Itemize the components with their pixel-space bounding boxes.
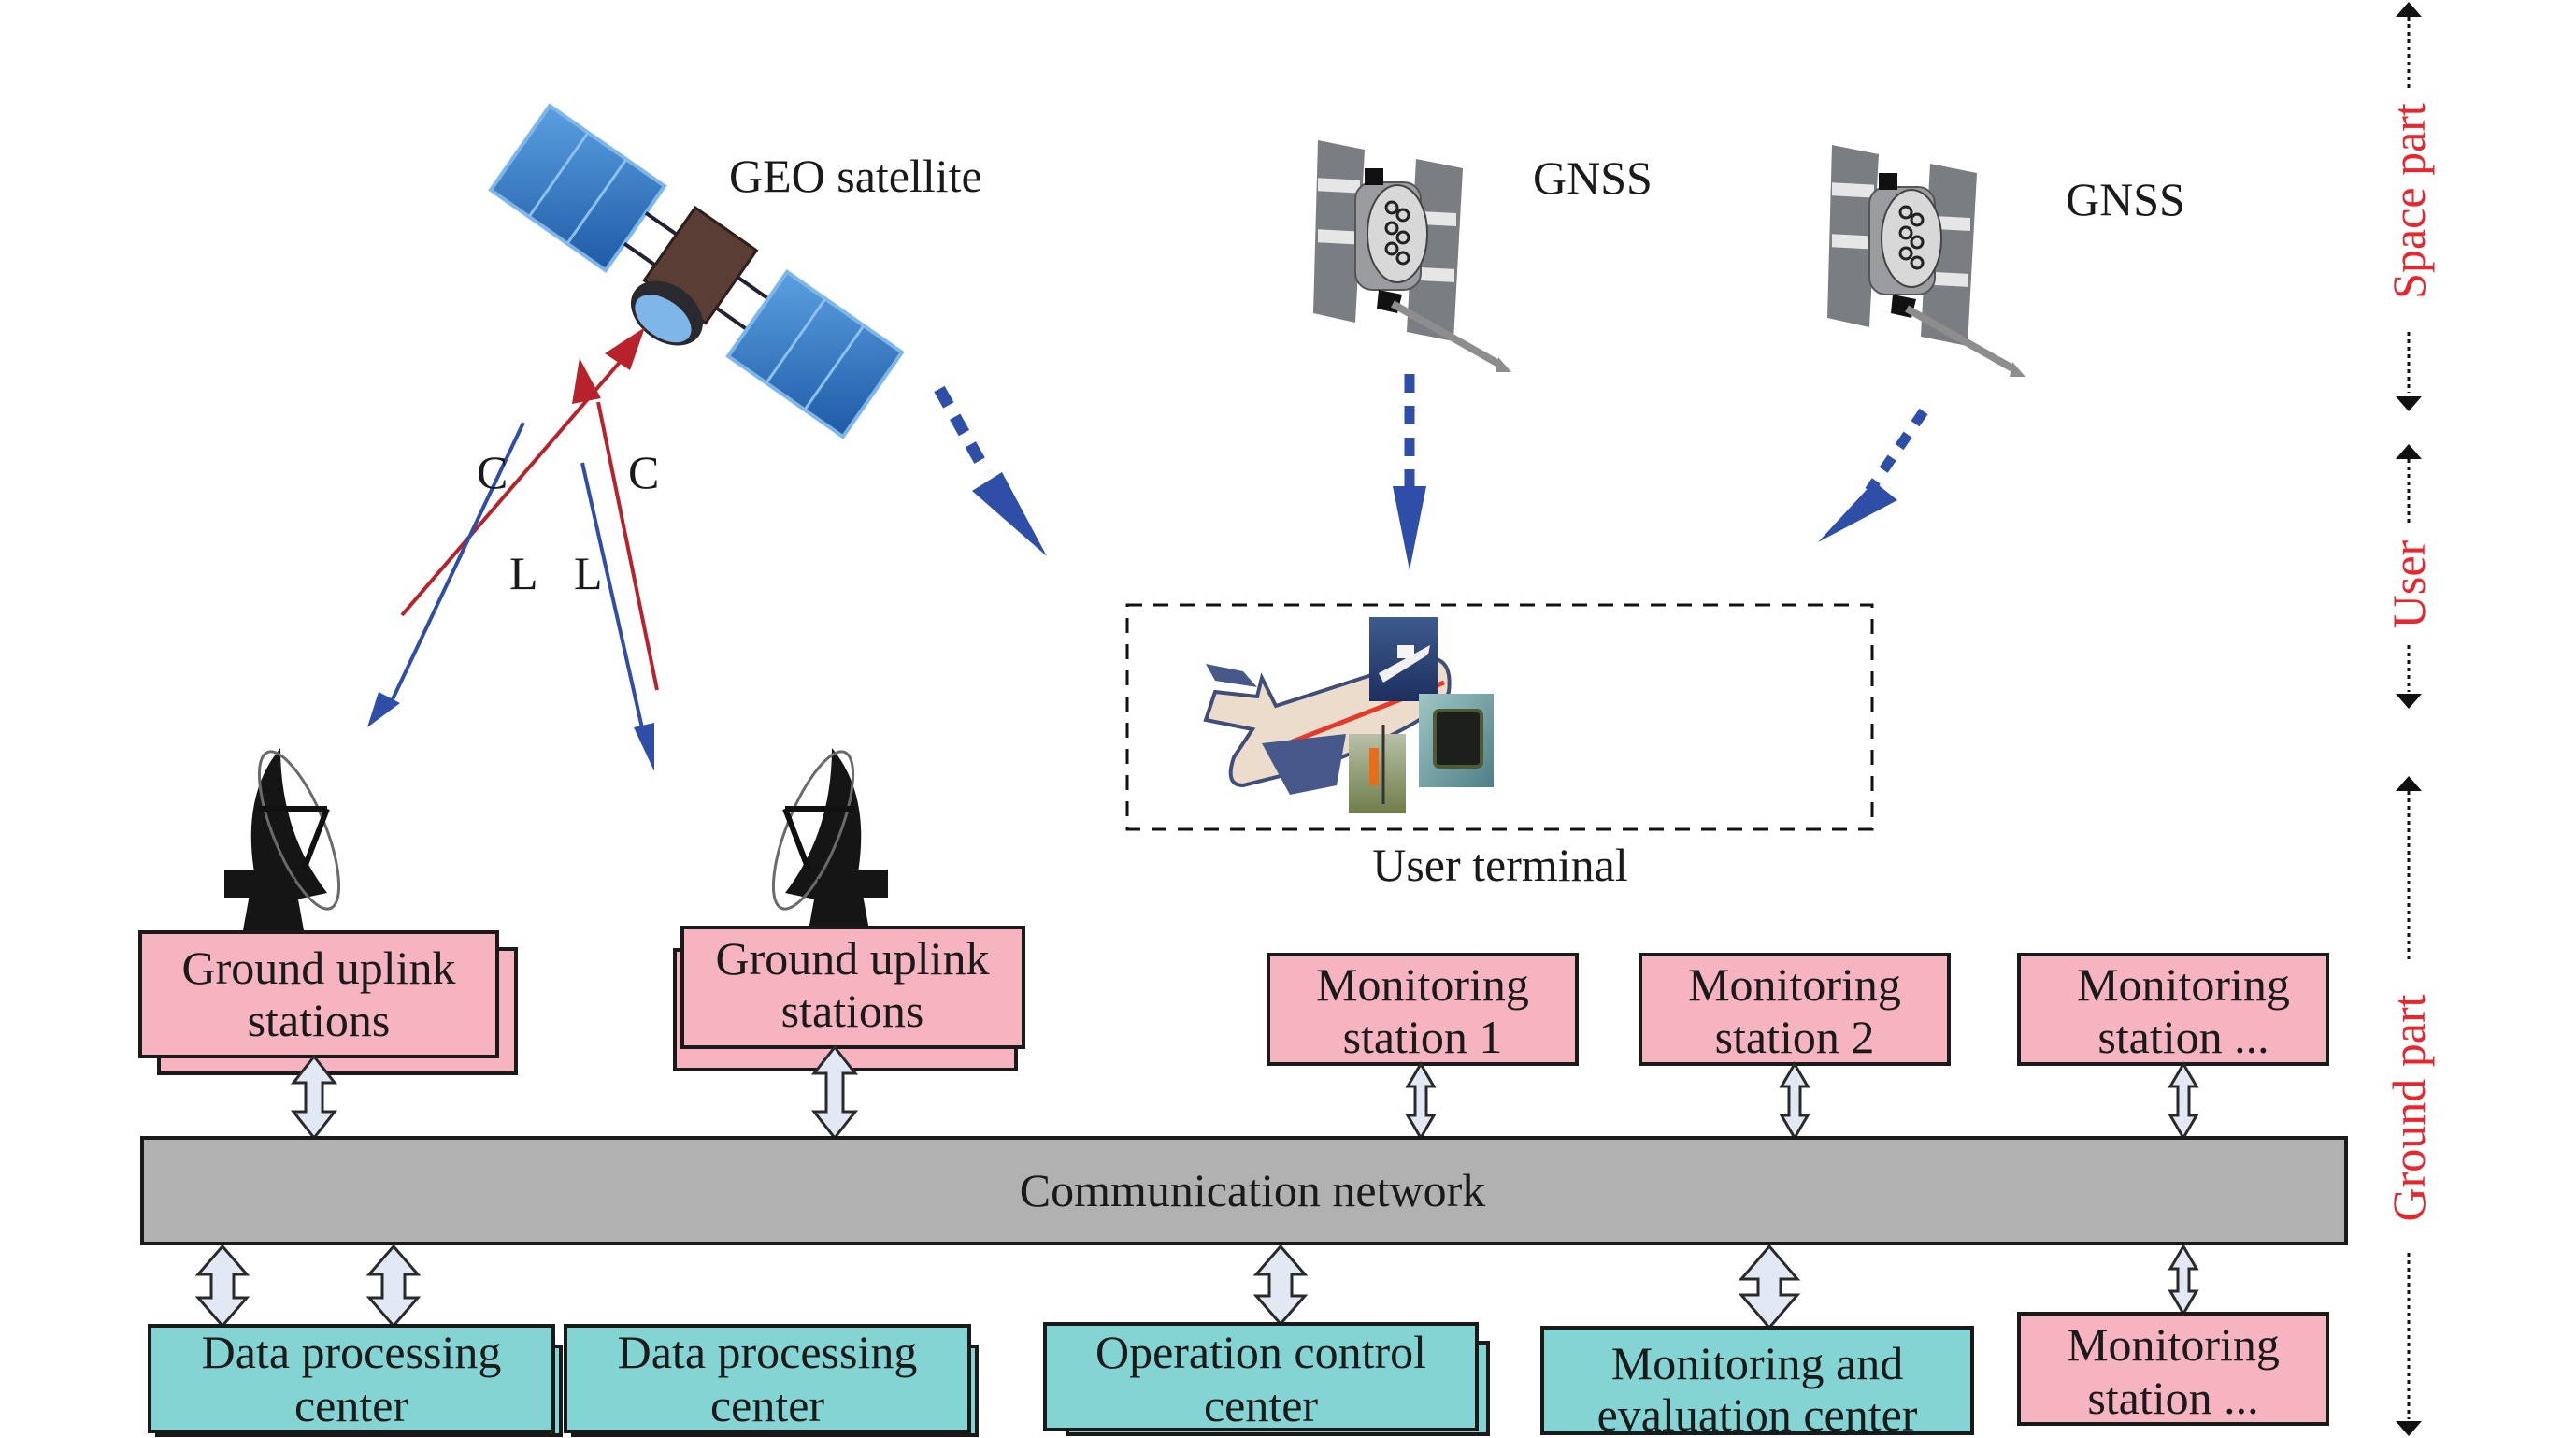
antenna-dish-icon <box>771 748 888 930</box>
gnss2-to-user-arrow <box>1818 408 1928 542</box>
ground-uplink-station-1: Ground uplink stations <box>138 930 518 1075</box>
right-c-label: C <box>628 446 659 498</box>
connector-mec <box>1738 1244 1801 1330</box>
left-c-label: C <box>477 446 508 498</box>
connector-monitoring-bottom <box>2168 1244 2199 1316</box>
gnss-satellite-icon <box>1827 145 2025 377</box>
ship-photo-icon <box>1369 617 1438 701</box>
geo-to-user-arrow <box>934 385 1047 556</box>
geo-satellite-icon <box>488 103 905 439</box>
occ-line1: Operation control <box>1095 1326 1426 1378</box>
monitoring-station-bottom-line2: station ... <box>2087 1372 2258 1424</box>
surveyor-photo-icon <box>1349 725 1406 813</box>
communication-network-label: Communication network <box>1020 1164 1486 1216</box>
antenna-dish-icon <box>224 748 341 930</box>
monitoring-station-1: Monitoring station 1 <box>1267 953 1579 1066</box>
dpc-2-line1: Data processing <box>618 1326 918 1378</box>
monitoring-station-bottom: Monitoring station ... <box>2017 1312 2329 1426</box>
user-label: User <box>2383 539 2435 628</box>
dpc-1-line2: center <box>294 1379 408 1431</box>
gnss1-to-user-arrow <box>1393 374 1426 570</box>
dpc-1-line1: Data processing <box>202 1326 502 1378</box>
monitoring-station-1-line2: station 1 <box>1343 1011 1503 1063</box>
monitoring-station-n-line2: station ... <box>2097 1011 2268 1063</box>
left-downlink-l-arrow <box>367 422 525 727</box>
connector-monitoring-1 <box>1405 1061 1437 1141</box>
left-l-label: L <box>509 547 538 599</box>
ground-part-label: Ground part <box>2383 994 2435 1221</box>
mec-line2: evaluation center <box>1597 1388 1918 1438</box>
handheld-receiver-photo-icon <box>1419 694 1494 787</box>
geo-satellite-label: GEO satellite <box>729 150 982 202</box>
connector-monitoring-n <box>2168 1061 2199 1141</box>
occ-line2: center <box>1204 1379 1318 1431</box>
monitoring-evaluation-center: Monitoring and evaluation center <box>1540 1326 1974 1438</box>
connector-dpc-2 <box>365 1244 422 1329</box>
uplink-station-2-line2: stations <box>781 985 924 1037</box>
left-uplink-c-arrow <box>400 327 645 617</box>
right-l-label: L <box>574 547 603 599</box>
uplink-station-1-line2: stations <box>248 994 391 1046</box>
connector-dpc-1 <box>194 1244 250 1329</box>
monitoring-station-bottom-line1: Monitoring <box>2067 1318 2280 1371</box>
user-bracket: User <box>2383 444 2435 709</box>
connector-monitoring-2 <box>1779 1061 1810 1141</box>
uplink-station-2-line1: Ground uplink <box>715 932 989 985</box>
monitoring-station-2: Monitoring station 2 <box>1639 953 1951 1066</box>
dpc-2-line2: center <box>710 1379 824 1431</box>
monitoring-station-2-line1: Monitoring <box>1688 958 1901 1011</box>
right-downlink-l-arrow <box>580 462 654 771</box>
right-uplink-c-arrow <box>572 358 659 691</box>
data-processing-center-1: Data processing center <box>148 1324 563 1437</box>
ground-part-bracket: Ground part <box>2383 776 2435 1436</box>
monitoring-station-1-line1: Monitoring <box>1316 958 1529 1011</box>
connector-occ <box>1252 1244 1309 1327</box>
communication-network-bar: Communication network <box>140 1136 2348 1245</box>
user-terminal-box <box>1125 603 1874 831</box>
segment-axis: Space part User Ground part <box>2383 2 2435 1436</box>
gnss-label-1: GNSS <box>1533 151 1653 204</box>
monitoring-station-2-line2: station 2 <box>1715 1011 1875 1063</box>
ground-uplink-station-2: Ground uplink stations <box>673 926 1025 1071</box>
monitoring-station-n: Monitoring station ... <box>2017 953 2329 1066</box>
mec-line1: Monitoring and <box>1611 1337 1903 1389</box>
monitoring-station-n-line1: Monitoring <box>2077 958 2290 1011</box>
uplink-station-1-line1: Ground uplink <box>181 942 455 994</box>
gnss-satellite-icon <box>1313 140 1511 372</box>
gnss-label-2: GNSS <box>2066 173 2185 225</box>
space-part-bracket: Space part <box>2383 2 2435 411</box>
space-part-label: Space part <box>2383 103 2435 299</box>
operation-control-center: Operation control center <box>1043 1322 1490 1436</box>
user-terminal-label: User terminal <box>1372 839 1628 891</box>
data-processing-center-2: Data processing center <box>564 1324 979 1437</box>
